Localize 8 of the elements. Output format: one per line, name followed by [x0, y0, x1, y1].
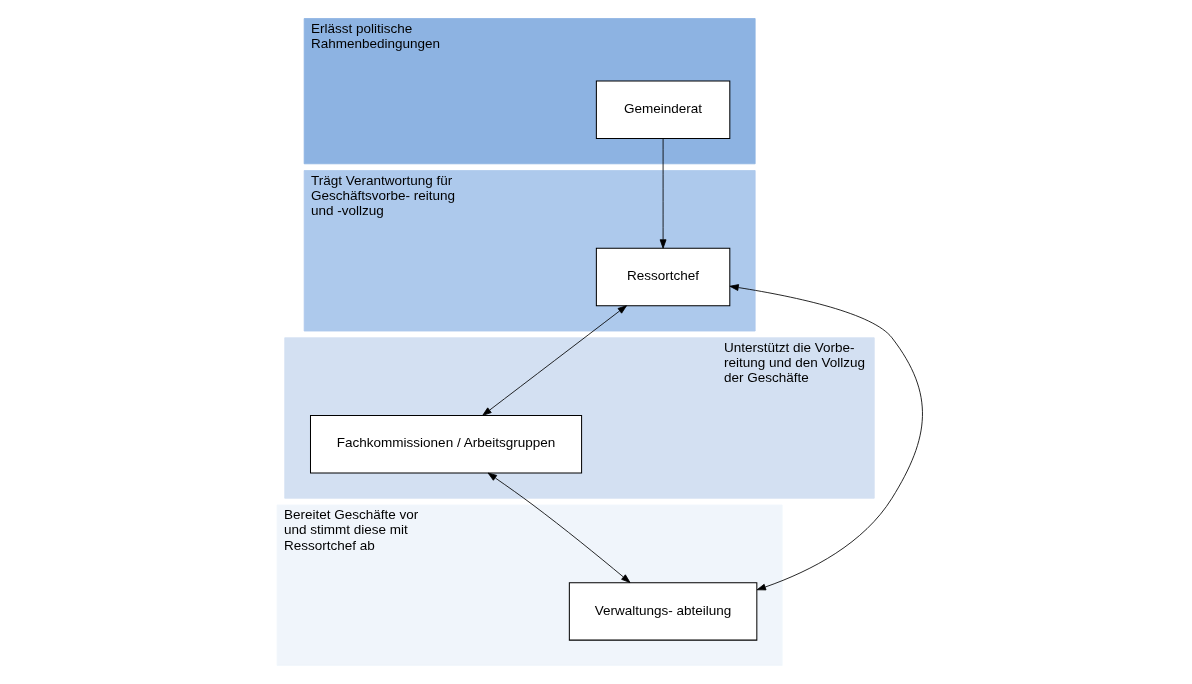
arrow — [728, 284, 923, 591]
arrow — [659, 138, 666, 249]
node-box: Ressortchef — [595, 247, 730, 307]
node-box: Gemeinderat — [595, 80, 730, 139]
node-box: Fachkommissionen / Arbeitsgruppen — [309, 414, 582, 474]
node-box: Verwaltungs- abteilung — [568, 582, 757, 641]
arrow — [487, 472, 630, 583]
arrow — [481, 305, 627, 416]
